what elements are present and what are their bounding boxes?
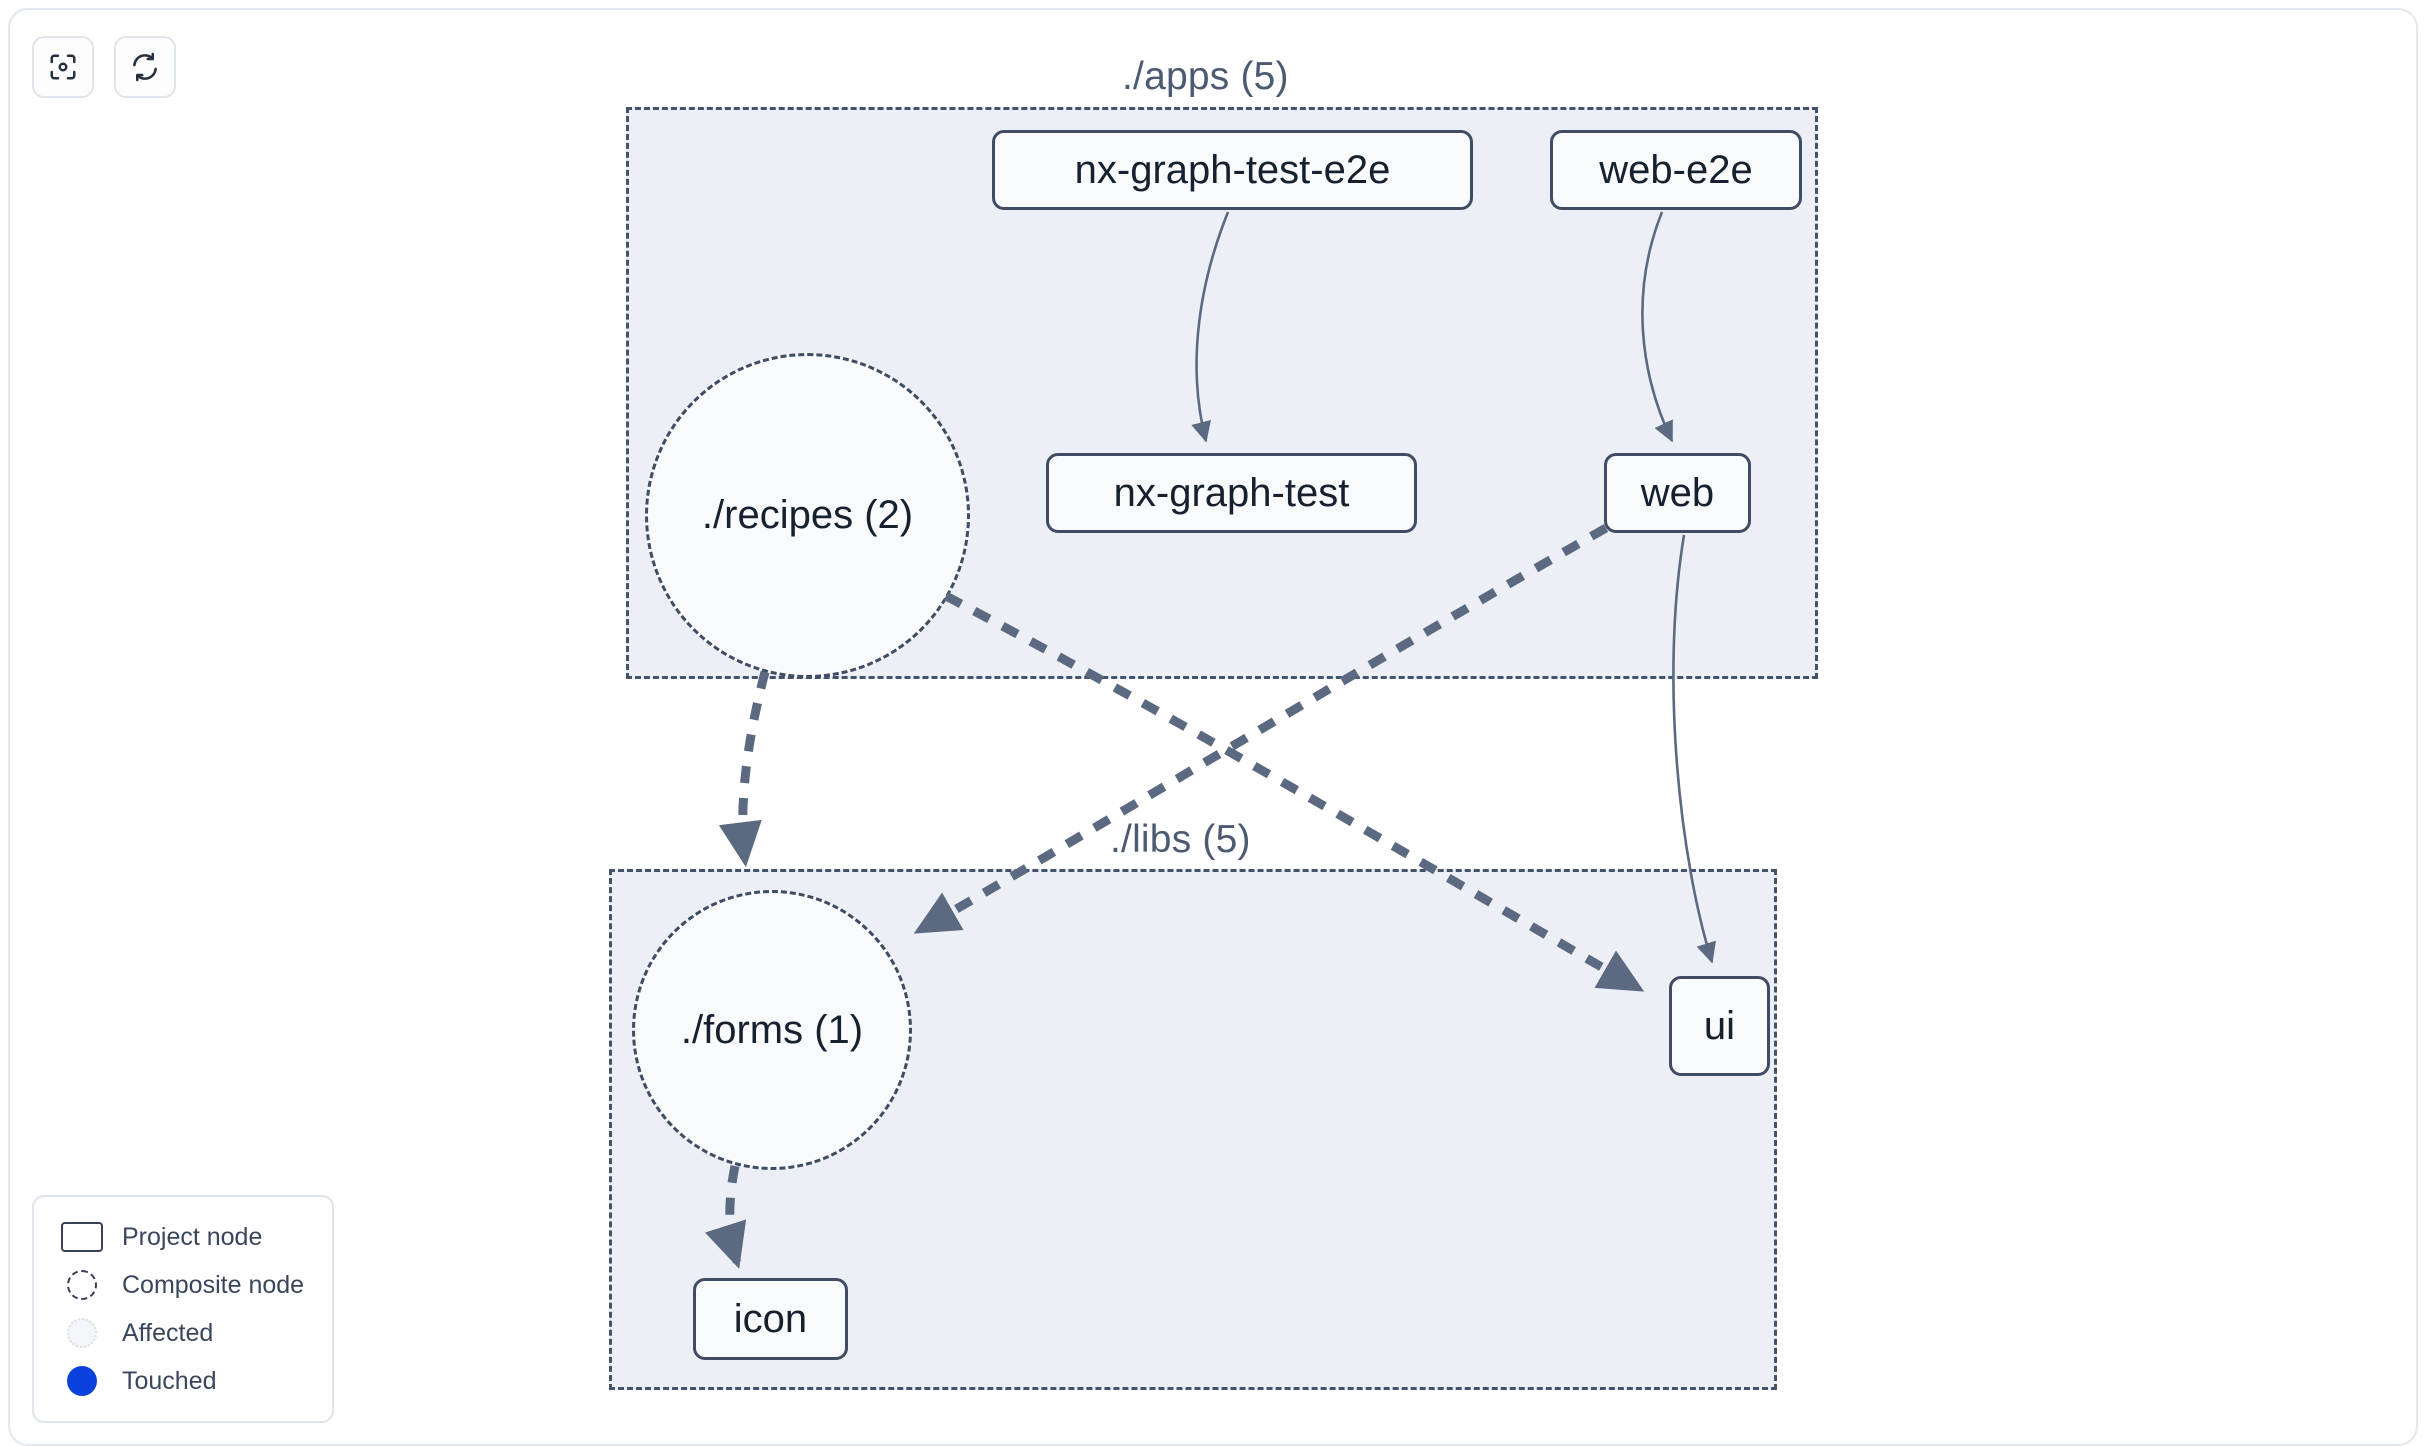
project-node-swatch [56,1222,108,1252]
node-ui[interactable]: ui [1669,976,1770,1076]
node-label: nx-graph-test-e2e [1074,147,1391,192]
node-label: web [1640,470,1715,515]
legend-label: Affected [122,1318,214,1347]
legend-item-composite-node: Composite node [56,1261,314,1309]
node-label: web-e2e [1599,147,1753,192]
node-recipes-composite[interactable]: ./recipes (2) [645,353,970,678]
node-label: ui [1703,1003,1736,1048]
legend-item-project-node: Project node [56,1213,314,1261]
legend-item-affected: Affected [56,1309,314,1357]
touched-swatch [56,1366,108,1396]
node-web-e2e[interactable]: web-e2e [1550,130,1802,210]
legend-label: Composite node [122,1270,305,1299]
legend-item-touched: Touched [56,1357,314,1405]
graph-toolbar [32,36,176,98]
node-forms-composite[interactable]: ./forms (1) [632,890,912,1170]
group-apps-label: ./apps (5) [1112,55,1299,99]
node-label: ./forms (1) [680,1007,864,1052]
composite-node-swatch [56,1270,108,1300]
node-nx-graph-test[interactable]: nx-graph-test [1046,453,1417,533]
node-nx-graph-test-e2e[interactable]: nx-graph-test-e2e [992,130,1473,210]
node-label: ./recipes (2) [701,493,914,537]
node-label: nx-graph-test [1113,470,1350,515]
affected-swatch [56,1318,108,1348]
legend-label: Project node [122,1222,263,1251]
node-label: icon [733,1296,808,1341]
focus-graph-button[interactable] [32,36,94,98]
node-icon[interactable]: icon [693,1278,848,1360]
node-web[interactable]: web [1604,453,1751,533]
refresh-icon [130,52,160,82]
focus-target-icon [48,52,78,82]
group-libs-label: ./libs (5) [1100,818,1261,862]
legend-label: Touched [122,1366,217,1395]
refresh-graph-button[interactable] [114,36,176,98]
graph-legend: Project node Composite node Affected Tou… [32,1195,334,1423]
